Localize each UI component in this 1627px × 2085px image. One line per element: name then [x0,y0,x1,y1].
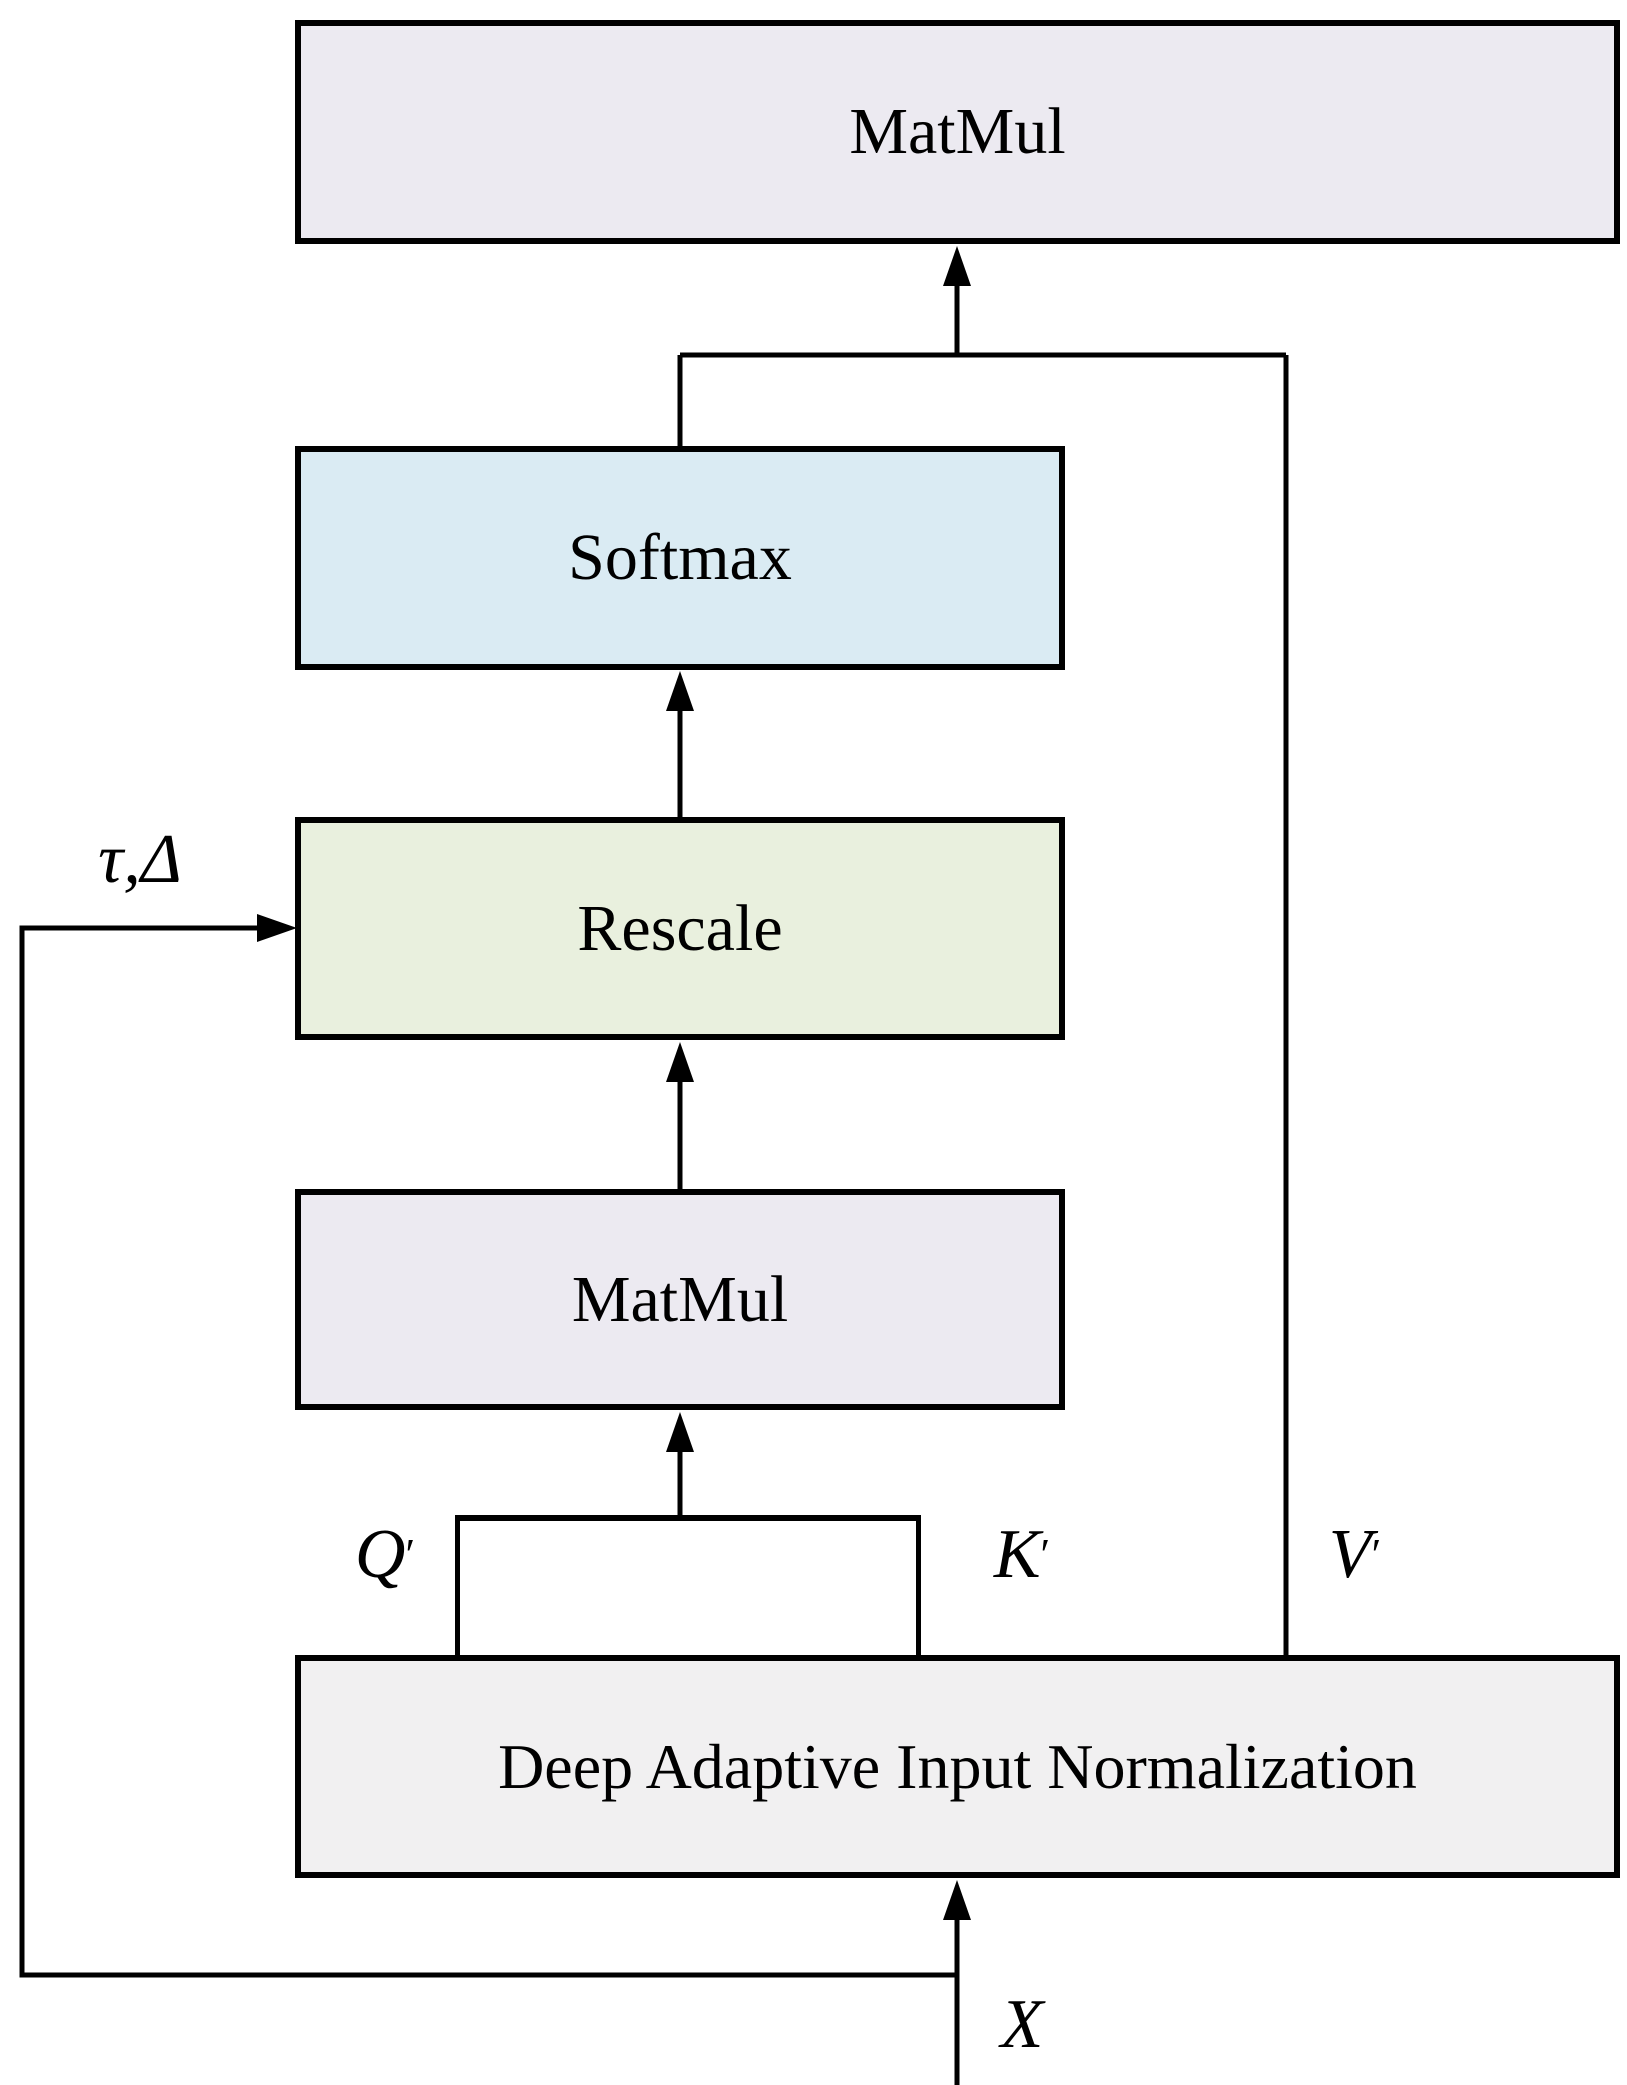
arrowhead-rescale-left [257,914,297,942]
arrowhead-matmul-lower [666,1412,694,1452]
wire-tau-delta-feedback [19,925,957,1978]
block-rescale-label: Rescale [577,891,783,965]
qk-merge-box [455,1515,921,1655]
block-matmul-top: MatMul [295,20,1620,244]
block-softmax-label: Softmax [568,521,792,594]
arrowhead-matmul-top [943,246,971,286]
label-k-prime: K′ [993,1516,1051,1593]
block-matmul-lower-label: MatMul [571,1262,789,1336]
block-matmul-top-label: MatMul [849,95,1066,168]
block-dain-label: Deep Adaptive Input Normalization [498,1730,1417,1802]
arrowhead-dain [943,1880,971,1920]
label-v-prime: V′ [1328,1516,1382,1593]
label-x-input: X [1000,1986,1044,2063]
label-k-prime-base: K [993,1516,1041,1593]
block-matmul-lower: MatMul [295,1189,1065,1410]
label-v-prime-base: V [1328,1516,1372,1593]
block-rescale: Rescale [295,817,1065,1040]
arrowhead-softmax [666,671,694,711]
block-softmax: Softmax [295,446,1065,670]
block-dain: Deep Adaptive Input Normalization [295,1655,1620,1878]
label-tau-delta: τ,Δ [98,821,182,898]
label-q-prime: Q′ [354,1516,416,1593]
arrowhead-rescale [666,1042,694,1082]
label-q-prime-base: Q [354,1516,406,1593]
